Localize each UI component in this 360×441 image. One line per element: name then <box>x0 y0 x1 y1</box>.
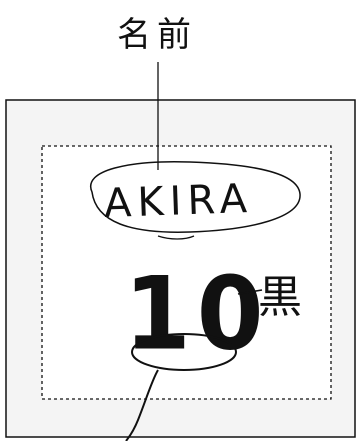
number-underline-ellipse <box>131 333 237 371</box>
number-text: 10 <box>124 256 270 373</box>
side-label: 黒 <box>258 272 302 323</box>
bottom-leader-line <box>125 369 159 441</box>
top-label: 名前 <box>117 15 197 55</box>
name-underline-hook <box>157 235 195 240</box>
side-leader-line <box>237 289 263 295</box>
name-text: AKIRA <box>103 176 253 227</box>
name-oval <box>89 161 301 233</box>
